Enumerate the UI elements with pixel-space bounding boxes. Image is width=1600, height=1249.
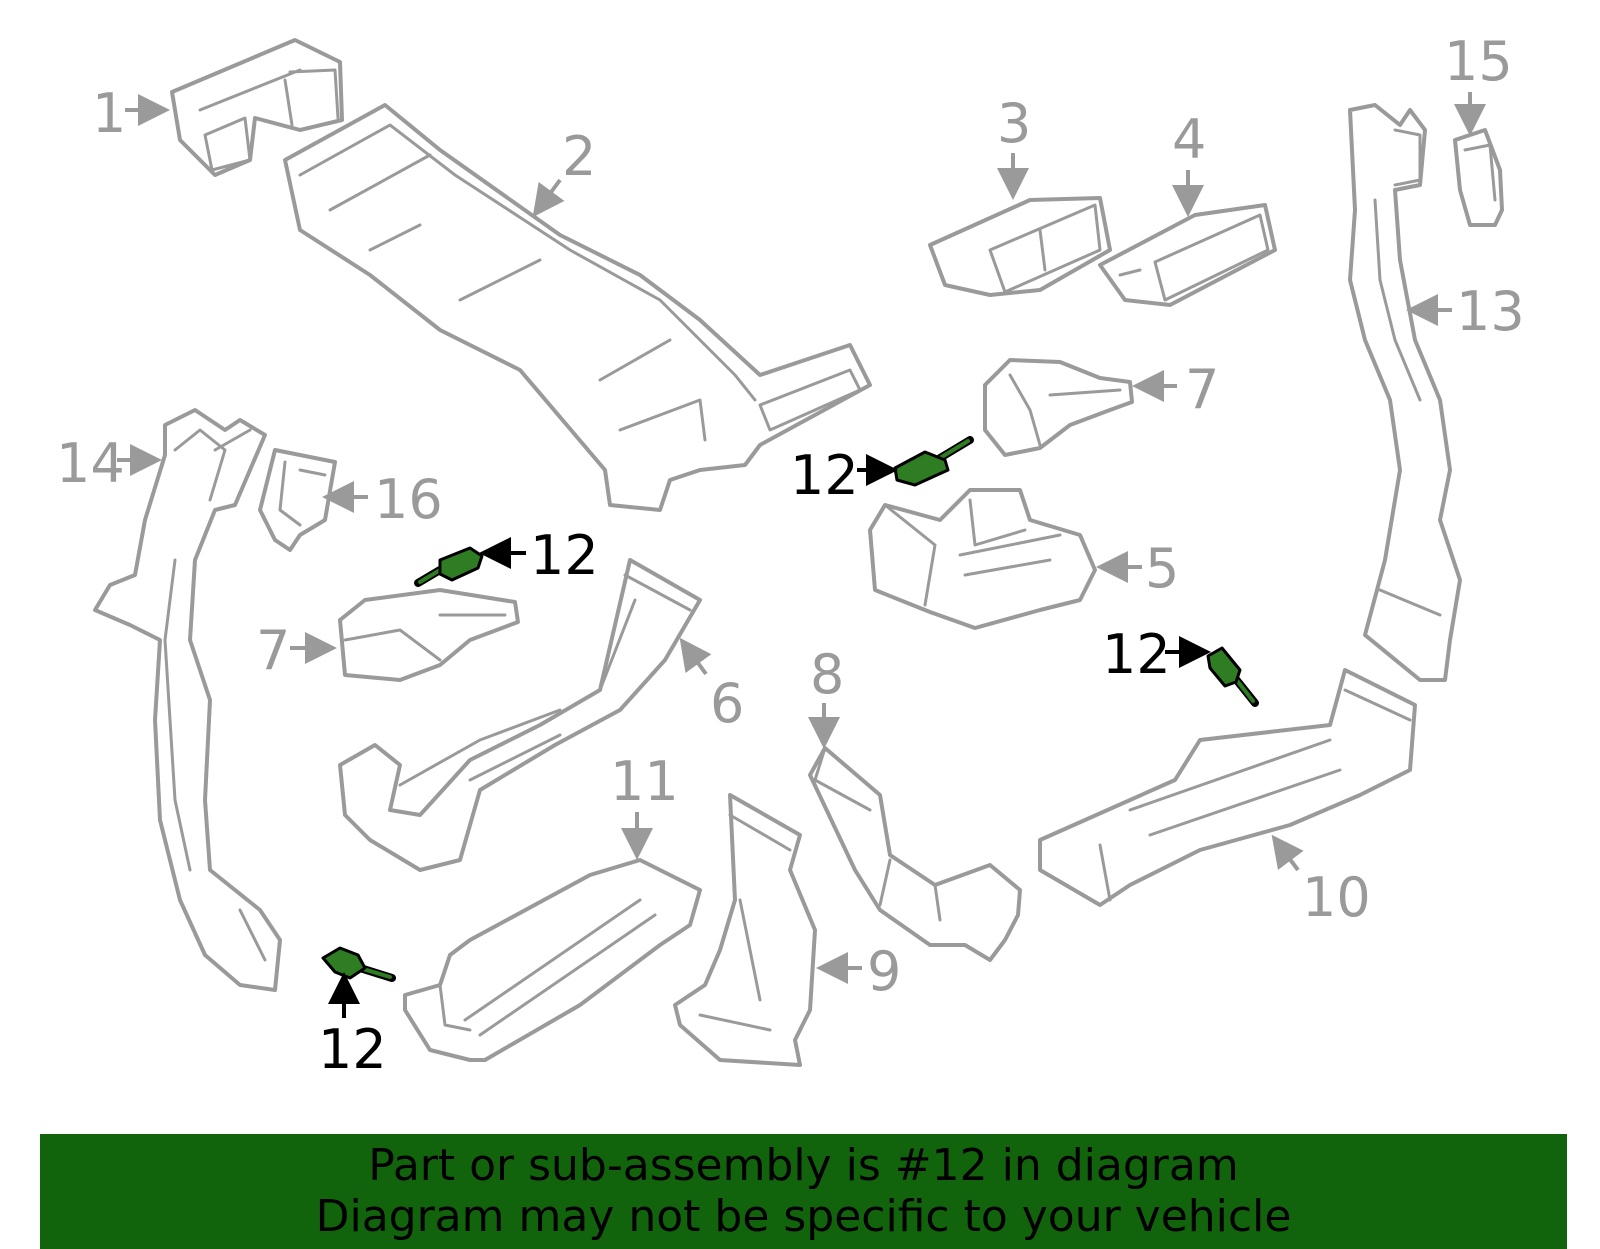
part-2-main-duct (283, 103, 872, 512)
sensor-12-upper (893, 436, 974, 487)
leader-lines (117, 92, 1486, 1018)
callout-3: 3 (997, 92, 1031, 155)
callout-4: 4 (1172, 108, 1206, 171)
sensor-12-lower-left (321, 946, 396, 982)
callout-10: 10 (1302, 866, 1371, 929)
notice-banner: Part or sub-assembly is #12 in diagram D… (40, 1134, 1567, 1249)
banner-line-1: Part or sub-assembly is #12 in diagram (368, 1140, 1239, 1191)
callout-2: 2 (562, 125, 596, 188)
callout-15: 15 (1444, 30, 1513, 93)
part-4-vent (1098, 203, 1277, 307)
part-11-duct (403, 858, 702, 1062)
callout-14: 14 (56, 432, 125, 495)
part-16-bracket (258, 448, 337, 552)
part-15-clip (1453, 128, 1504, 227)
callout-6: 6 (710, 672, 744, 735)
callout-5: 5 (1145, 537, 1179, 600)
parts-diagram: 1 2 3 4 5 6 7 7 8 9 10 11 13 14 15 16 12… (56, 30, 1525, 1081)
sensor-12-right (1206, 646, 1259, 707)
callout-7-upper: 7 (1185, 358, 1219, 421)
sensor-12-mid-left (414, 546, 484, 587)
part-5-duct (868, 488, 1097, 630)
callout-12-mid-left: 12 (530, 524, 599, 587)
part-7-manifold-upper (983, 358, 1134, 457)
callout-13: 13 (1456, 280, 1525, 343)
callout-1: 1 (92, 82, 126, 145)
part-14-duct (93, 408, 282, 992)
part-10-duct (1038, 668, 1417, 907)
part-6-duct (338, 558, 702, 872)
part-7-manifold-lower (338, 588, 520, 682)
callout-labels: 1 2 3 4 5 6 7 7 8 9 10 11 13 14 15 16 12… (56, 30, 1525, 1081)
leader-10 (1271, 834, 1304, 872)
part-13-duct (1348, 103, 1462, 682)
part-1-vent (170, 38, 344, 177)
leader-2 (532, 178, 565, 218)
callout-7-lower: 7 (256, 619, 290, 682)
part-3-vent (928, 196, 1112, 297)
leader-6 (679, 637, 712, 676)
part-8-duct (808, 746, 1022, 962)
banner-line-2: Diagram may not be specific to your vehi… (315, 1191, 1292, 1242)
callout-12-lower-left: 12 (318, 1018, 387, 1081)
callout-12-upper: 12 (790, 444, 859, 507)
callout-9: 9 (867, 940, 901, 1003)
callout-16: 16 (374, 468, 443, 531)
callout-11: 11 (610, 750, 679, 813)
part-9-duct (673, 793, 817, 1067)
callout-8: 8 (810, 643, 844, 706)
callout-12-right: 12 (1102, 623, 1171, 686)
